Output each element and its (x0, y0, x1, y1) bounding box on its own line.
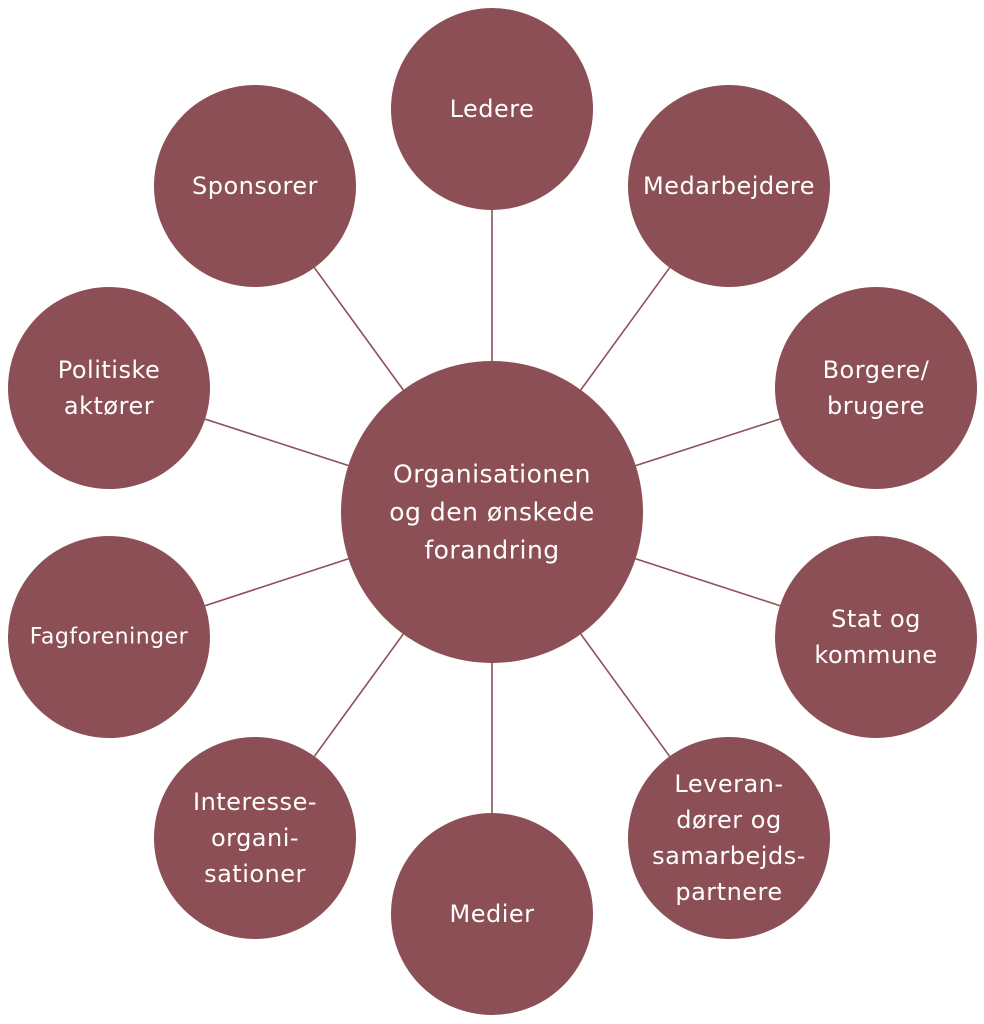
connectors (204, 210, 781, 813)
node-leverandoerer-label-line-2: dører og (676, 806, 781, 834)
node-ledere: Ledere (391, 8, 593, 210)
connector-sponsorer (313, 267, 404, 391)
center-circle (341, 361, 643, 663)
node-leverandoerer-label-line-3: samarbejds- (652, 842, 806, 870)
node-circle-sponsorer (154, 85, 356, 287)
node-ledere-label-line-1: Ledere (450, 95, 535, 123)
node-sponsorer: Sponsorer (154, 85, 356, 287)
center-label-line-1: Organisationen (393, 460, 591, 489)
node-medarbejdere: Medarbejdere (628, 85, 830, 287)
node-circle-leverandoerer (628, 737, 830, 939)
node-medier: Medier (391, 813, 593, 1015)
connector-borgere-brugere (635, 418, 781, 467)
node-leverandoerer-label-line-1: Leveran- (674, 770, 783, 798)
node-politiske-aktoerer-label-line-1: Politiske (58, 356, 161, 384)
center-label-line-2: og den ønskede (389, 498, 595, 527)
node-interesseorganisationer-label-line-2: organi- (211, 824, 299, 852)
center-node: Organisationen og den ønskede forandring (341, 361, 643, 663)
node-leverandoerer: Leveran-dører og samarbejds-partnere (628, 737, 830, 939)
node-borgere-brugere-label-line-2: brugere (827, 392, 925, 420)
node-interesseorganisationer-label-line-3: sationer (204, 860, 306, 888)
node-circle-borgere-brugere (775, 287, 977, 489)
node-interesseorganisationer: Interesse-organi-sationer (154, 737, 356, 939)
connector-stat-og-kommune (635, 557, 781, 607)
node-politiske-aktoerer: Politiske aktører (8, 287, 210, 489)
connector-medarbejdere (580, 267, 671, 391)
node-interesseorganisationer-label-line-1: Interesse- (193, 788, 317, 816)
connector-leverandoerer (580, 633, 671, 757)
node-fagforeninger: Fagforeninger (8, 536, 210, 738)
center-label-line-3: forandring (424, 536, 559, 565)
node-circle-fagforeninger (8, 536, 210, 738)
node-stat-og-kommune: Stat og kommune (775, 536, 977, 738)
node-leverandoerer-label-line-4: partnere (675, 878, 782, 906)
node-circle-medarbejdere (628, 85, 830, 287)
node-medier-label-line-1: Medier (449, 900, 534, 928)
connector-interesseorganisationer (313, 633, 404, 757)
node-borgere-brugere-label-line-1: Borgere/ (823, 356, 930, 384)
node-circle-ledere (391, 8, 593, 210)
node-fagforeninger-label-line-1: Fagforeninger (30, 625, 189, 650)
node-stat-og-kommune-label-line-2: kommune (814, 641, 937, 669)
node-circle-medier (391, 813, 593, 1015)
node-sponsorer-label-line-1: Sponsorer (192, 172, 318, 200)
connector-politiske-aktoerer (204, 418, 349, 467)
node-circle-interesseorganisationer (154, 737, 356, 939)
connector-fagforeninger (204, 558, 349, 607)
node-borgere-brugere: Borgere/brugere (775, 287, 977, 489)
node-medarbejdere-label-line-1: Medarbejdere (643, 172, 815, 200)
node-circle-politiske-aktoerer (8, 287, 210, 489)
node-politiske-aktoerer-label-line-2: aktører (64, 392, 154, 420)
node-stat-og-kommune-label-line-1: Stat og (831, 605, 921, 633)
node-circle-stat-og-kommune (775, 536, 977, 738)
